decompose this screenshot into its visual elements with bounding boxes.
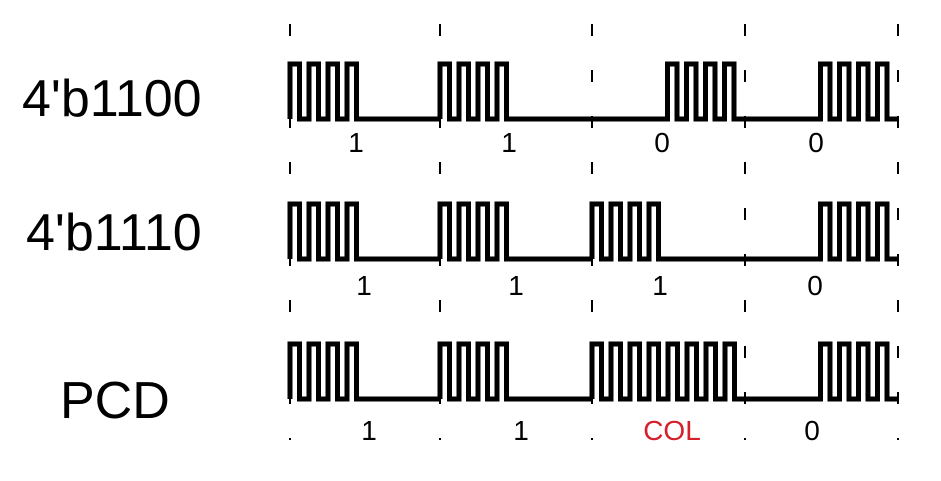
bit-label: 1 [513, 415, 529, 446]
row-4b1110: 4'b1110 1 1 1 0 [26, 201, 898, 301]
bit-label: 0 [807, 270, 823, 301]
bit-label: 0 [808, 127, 824, 158]
bit-label: 1 [501, 127, 517, 158]
row-label-4b1100: 4'b1100 [22, 70, 202, 128]
bit-label: 0 [654, 127, 670, 158]
bit-label: 1 [361, 415, 377, 446]
waveform-4b1100 [287, 61, 898, 122]
bit-label: 1 [348, 127, 364, 158]
bit-label: 1 [652, 270, 668, 301]
row-pcd: PCD 1 1 COL 0 [60, 341, 898, 446]
row-label-pcd: PCD [60, 372, 170, 430]
bit-label: 1 [356, 270, 372, 301]
bit-label: 1 [508, 270, 524, 301]
row-label-4b1110: 4'b1110 [26, 204, 202, 262]
row-4b1100: 4'b1100 1 1 0 0 [22, 61, 898, 158]
waveform-4b1110 [287, 201, 898, 262]
bit-label-collision: COL [643, 415, 701, 446]
waveform-pcd [287, 341, 898, 402]
bit-label: 0 [804, 415, 820, 446]
